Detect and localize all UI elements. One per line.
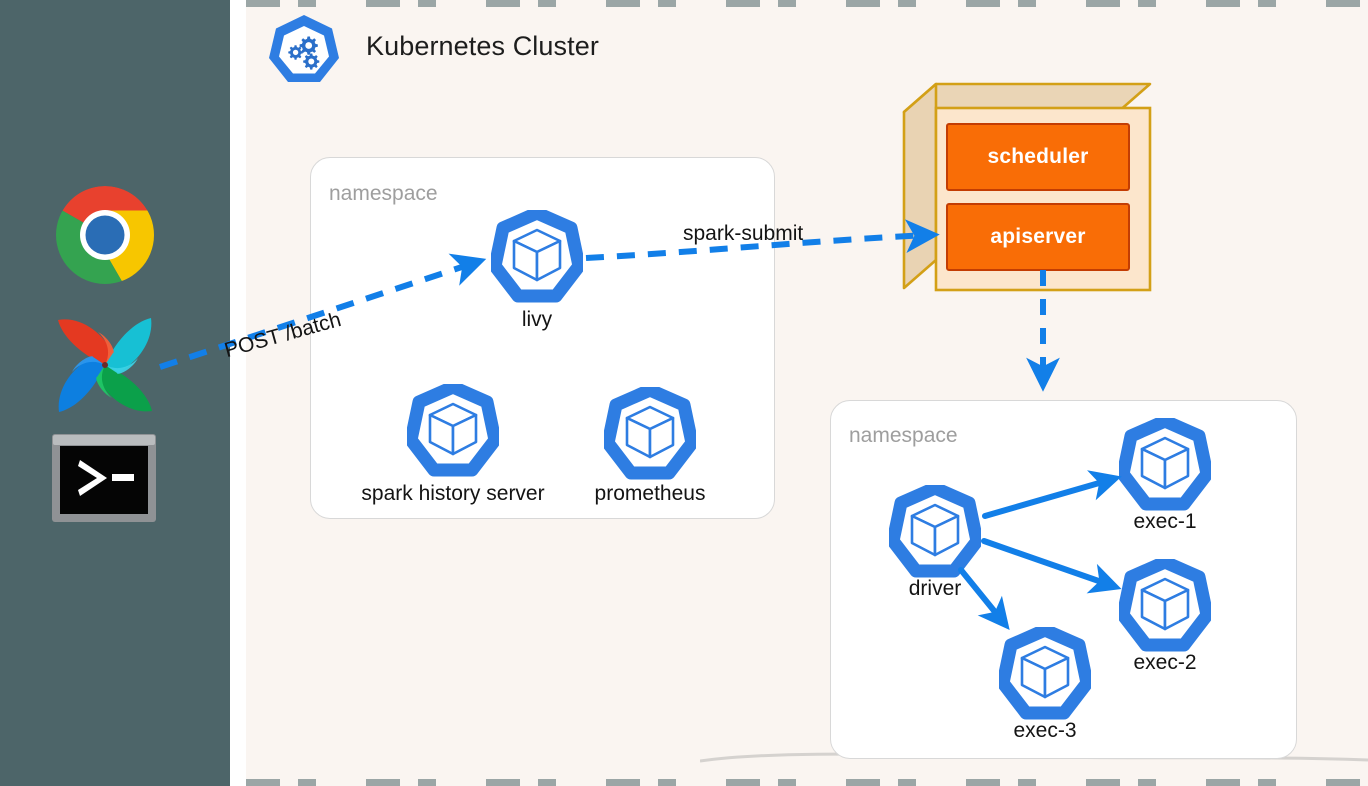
pod-livy[interactable]: livy (491, 210, 583, 331)
pod-icon (407, 384, 499, 477)
pod-icon (491, 210, 583, 303)
pod-exec-3[interactable]: exec-3 (999, 627, 1091, 742)
edge-label-spark-submit: spark-submit (683, 222, 804, 245)
pod-icon (604, 387, 696, 480)
kubernetes-logo (269, 15, 339, 82)
chrome-icon[interactable] (55, 185, 155, 285)
terminal-prompt-glyph (78, 460, 134, 496)
pod-icon (1119, 418, 1211, 511)
pod-icon (1119, 559, 1211, 652)
terminal-icon[interactable] (50, 432, 158, 524)
namespace-label-left: namespace (329, 182, 438, 205)
pod-label: spark history server (361, 482, 545, 505)
pod-label: livy (521, 308, 553, 331)
pod-label: exec-1 (1133, 510, 1197, 533)
control-plane-service-apiserver[interactable]: apiserver (946, 203, 1130, 271)
pod-prometheus[interactable]: prometheus (595, 387, 705, 505)
airflow-icon[interactable] (50, 310, 160, 420)
pod-label: exec-2 (1133, 651, 1197, 674)
pod-driver[interactable]: driver (889, 485, 981, 600)
pod-label: driver (908, 577, 962, 600)
page-title: Kubernetes Cluster (366, 31, 599, 61)
pod-icon (889, 485, 981, 578)
kubernetes-helm-glyph (288, 36, 320, 70)
pod-exec-1[interactable]: exec-1 (1119, 418, 1211, 533)
pod-icon (999, 627, 1091, 720)
namespace-label-right: namespace (849, 424, 958, 447)
pod-label: exec-3 (1013, 719, 1077, 742)
control-plane-service-scheduler[interactable]: scheduler (946, 123, 1130, 191)
pod-spark-history-server[interactable]: spark history server (361, 384, 545, 505)
pod-label: prometheus (594, 482, 706, 505)
rail-stage-gap (230, 0, 246, 786)
pod-exec-2[interactable]: exec-2 (1119, 559, 1211, 674)
